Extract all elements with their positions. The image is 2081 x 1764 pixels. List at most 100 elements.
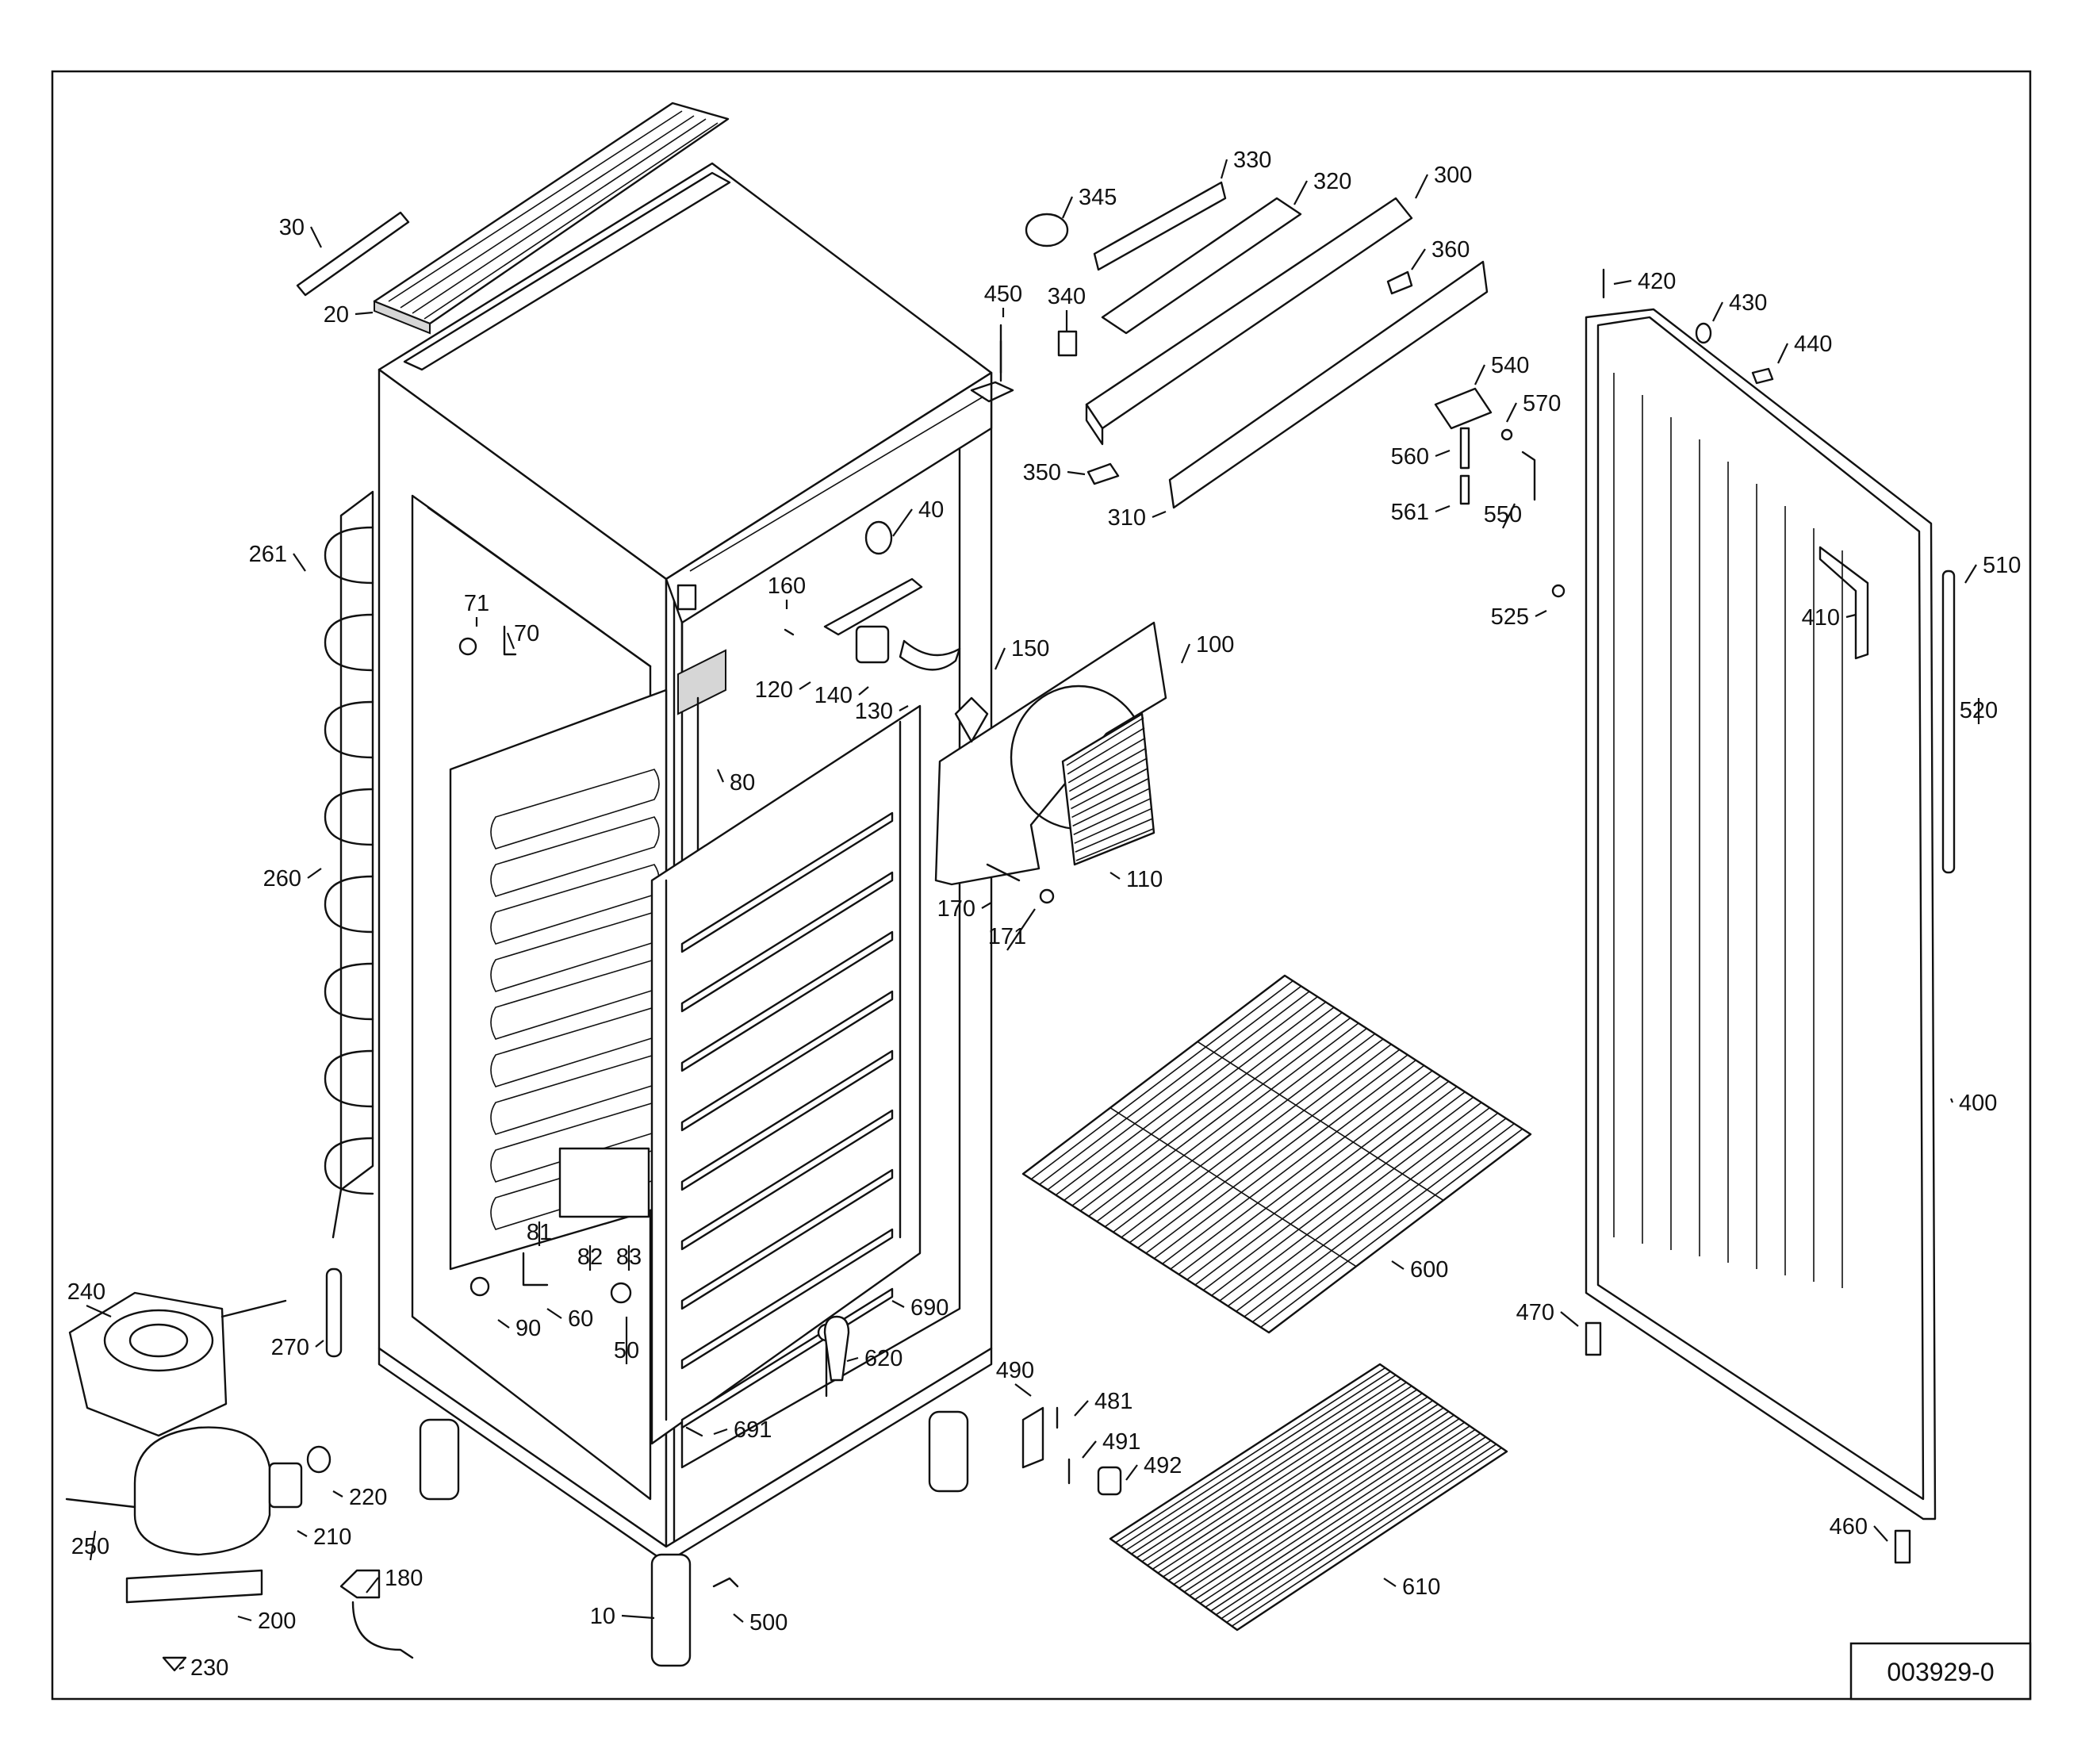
- top-grille-part: [373, 102, 730, 335]
- callout-label-30: 30: [279, 215, 305, 240]
- filter-dryer: [325, 1267, 343, 1358]
- condenser-coil: [324, 490, 374, 1239]
- callout-label-230: 230: [190, 1655, 228, 1681]
- callout-label-520: 520: [1960, 698, 1998, 723]
- callout-label-330: 330: [1233, 148, 1271, 173]
- callout-label-10: 10: [590, 1604, 615, 1629]
- drawing-id-text: 003929-0: [1887, 1658, 1994, 1686]
- callout-label-20: 20: [324, 302, 349, 328]
- callout-label-120: 120: [755, 677, 793, 703]
- callout-label-410: 410: [1802, 605, 1840, 631]
- callout-leaders: [86, 159, 1980, 1670]
- callout-label-270: 270: [271, 1335, 309, 1360]
- callout-label-690: 690: [910, 1295, 949, 1321]
- callout-leader-40: [892, 508, 913, 537]
- callout-label-320: 320: [1313, 169, 1351, 194]
- callout-leader-510: [1964, 564, 1977, 584]
- callout-leader-200: [237, 1615, 252, 1622]
- callout-leader-270: [315, 1340, 324, 1348]
- callout-leader-80: [716, 769, 725, 783]
- callout-label-140: 140: [814, 683, 853, 708]
- callout-label-345: 345: [1079, 185, 1117, 210]
- callout-leader-230: [178, 1666, 185, 1670]
- callout-leader-560: [1435, 449, 1451, 458]
- callout-leader-240: [86, 1304, 112, 1318]
- callout-leader-620: [846, 1356, 859, 1363]
- callout-label-510: 510: [1983, 553, 2021, 578]
- callout-label-460: 460: [1830, 1514, 1868, 1540]
- feet: [419, 1410, 969, 1667]
- callout-label-40: 40: [918, 497, 944, 523]
- callout-label-81: 81: [527, 1220, 552, 1245]
- compressor-group: [65, 1291, 414, 1672]
- callout-label-560: 560: [1391, 444, 1429, 470]
- callout-leader-260: [307, 868, 322, 879]
- callout-label-420: 420: [1638, 269, 1676, 294]
- callout-leader-320: [1293, 180, 1308, 205]
- callout-leader-525: [1535, 610, 1547, 617]
- callout-label-360: 360: [1431, 237, 1470, 263]
- callout-leader-691: [713, 1428, 728, 1436]
- callout-leader-20: [354, 311, 374, 316]
- callout-label-210: 210: [313, 1524, 351, 1550]
- callout-leader-250: [89, 1530, 97, 1561]
- callout-label-82: 82: [577, 1244, 603, 1270]
- callout-label-160: 160: [768, 573, 806, 599]
- callout-leader-30: [310, 226, 322, 248]
- callout-label-470: 470: [1516, 1300, 1554, 1325]
- callout-label-70: 70: [514, 621, 539, 646]
- callout-leader-481: [1074, 1400, 1089, 1417]
- callout-leader-490: [1014, 1383, 1032, 1397]
- callout-label-180: 180: [385, 1566, 423, 1591]
- callout-leader-130: [899, 705, 909, 711]
- evaporator-plate: [449, 688, 668, 1271]
- callout-leader-345: [1061, 196, 1074, 219]
- callout-label-171: 171: [988, 924, 1026, 949]
- callout-leader-430: [1712, 301, 1723, 322]
- callout-label-260: 260: [263, 866, 301, 892]
- callout-label-250: 250: [71, 1534, 109, 1559]
- callout-leader-171: [1006, 908, 1036, 951]
- callout-leader-300: [1415, 174, 1428, 199]
- callout-label-350: 350: [1023, 460, 1061, 485]
- drawing-frame: [51, 70, 2032, 1701]
- callout-label-481: 481: [1094, 1389, 1132, 1414]
- callout-label-240: 240: [67, 1279, 105, 1305]
- callout-leader-561: [1435, 504, 1451, 513]
- callout-label-450: 450: [984, 282, 1022, 307]
- callout-leader-570: [1506, 402, 1517, 423]
- callout-label-440: 440: [1794, 332, 1832, 357]
- callout-label-492: 492: [1144, 1453, 1182, 1478]
- inner-liner-panel: [650, 704, 922, 1445]
- callout-label-550: 550: [1484, 502, 1522, 527]
- callout-leader-140: [858, 686, 869, 696]
- hinge-parts: [1434, 387, 1536, 505]
- callout-leader-540: [1474, 364, 1485, 385]
- callout-leader-360: [1411, 248, 1426, 270]
- callout-label-430: 430: [1729, 290, 1767, 316]
- callout-leader-110: [1109, 872, 1121, 880]
- callout-label-71: 71: [464, 591, 489, 616]
- callout-label-200: 200: [258, 1609, 296, 1634]
- callout-label-491: 491: [1102, 1429, 1140, 1455]
- callout-leader-610: [1383, 1578, 1397, 1587]
- callout-label-100: 100: [1196, 632, 1234, 658]
- callout-leader-10: [621, 1614, 655, 1620]
- drawing-id-box: 003929-0: [1849, 1642, 2032, 1701]
- callout-leader-690: [891, 1300, 905, 1308]
- callout-label-310: 310: [1108, 505, 1146, 531]
- callout-leader-220: [332, 1490, 343, 1497]
- callout-label-80: 80: [730, 770, 755, 796]
- callout-label-540: 540: [1491, 353, 1529, 378]
- wire-shelf-600: [1021, 974, 1532, 1334]
- callout-label-600: 600: [1410, 1257, 1448, 1283]
- callout-label-500: 500: [749, 1610, 788, 1636]
- callout-leader-170: [981, 902, 992, 909]
- callout-label-400: 400: [1959, 1091, 1997, 1116]
- callout-leader-470: [1560, 1311, 1579, 1327]
- callout-leader-150: [994, 647, 1006, 670]
- callout-label-130: 130: [855, 699, 893, 724]
- callout-label-83: 83: [616, 1244, 642, 1270]
